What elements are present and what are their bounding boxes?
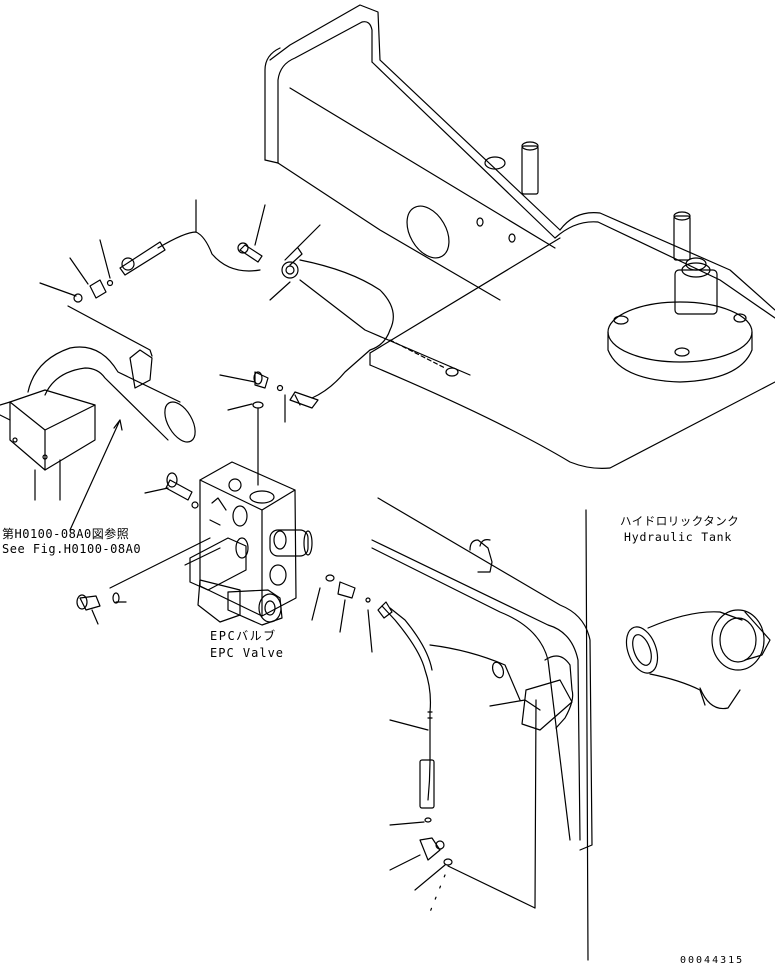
reference-label-jp: 第H0100-08A0図参照 [2, 527, 130, 541]
left-elbow-pipe [0, 347, 201, 530]
tank-outlet-elbow [621, 610, 770, 709]
reference-label-en: See Fig.H0100-08A0 [2, 542, 142, 556]
epc-valve-label-en: EPC Valve [210, 646, 285, 660]
upper-hose [40, 200, 470, 408]
frame-body [265, 5, 775, 468]
hydraulic-tank-label-en: Hydraulic Tank [624, 530, 733, 544]
hydraulic-tank-label-jp: ハイドロリックタンク [620, 514, 740, 528]
epc-valve-block [77, 372, 372, 652]
lower-frame [372, 498, 592, 960]
epc-valve-label-jp: EPCバルブ [210, 629, 277, 643]
figure-number: 00044315 [680, 955, 745, 966]
